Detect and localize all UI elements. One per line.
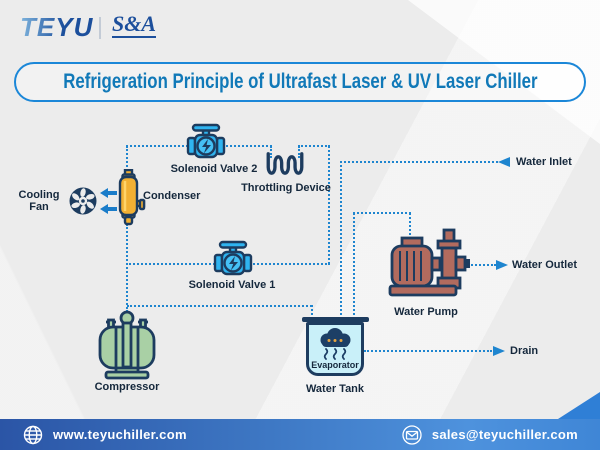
throttling-device-label: Throttling Device: [241, 182, 331, 194]
pipe-tank-to-pump-riser: [353, 213, 355, 319]
pipe-right-drop: [328, 146, 330, 264]
condenser-icon: [118, 169, 146, 226]
pipe-water-outlet: [468, 264, 496, 266]
website-text[interactable]: www.teyuchiller.com: [53, 427, 187, 442]
solenoid-valve-2-label: Solenoid Valve 2: [170, 163, 258, 175]
solenoid-valve-1-label: Solenoid Valve 1: [188, 279, 276, 291]
website-link[interactable]: www.teyuchiller.com: [22, 424, 187, 446]
footer-bar: www.teyuchiller.com sales@teyuchiller.co…: [0, 419, 600, 450]
evaporation-waves-icon: [323, 348, 347, 360]
pipe-water-inlet: [340, 161, 498, 163]
logo-divider: [99, 17, 101, 39]
pipe-tank-to-pump-top: [353, 212, 411, 214]
pipe-drain: [364, 350, 492, 352]
cooling-fan-label: Cooling Fan: [18, 189, 60, 213]
pipe-suction-drop-to-tank: [311, 305, 313, 319]
corner-triangle-decoration: [558, 392, 600, 419]
condenser-label: Condenser: [143, 190, 201, 202]
water-pump-icon: [388, 228, 470, 297]
teyu-logo: TEYU: [20, 12, 94, 42]
pipe-condenser-top-riser: [126, 146, 128, 178]
envelope-icon: [402, 424, 422, 445]
pipe-pump-drop: [409, 213, 411, 239]
pipe-inlet-to-tank: [340, 161, 342, 319]
condenser-airflow-arrow-icon: [100, 204, 117, 214]
water-pump-label: Water Pump: [394, 306, 458, 318]
evaporator-label: Evaporator: [311, 360, 359, 370]
page-title: Refrigeration Principle of Ultrafast Las…: [62, 70, 538, 93]
throttling-coil-icon: [266, 152, 304, 175]
email-link[interactable]: sales@teyuchiller.com: [401, 424, 578, 446]
drain-label: Drain: [510, 345, 539, 357]
evaporator-cloud-icon: [320, 328, 351, 347]
drain-arrow-icon: [493, 346, 505, 356]
solenoid-valve-1-icon: [213, 240, 253, 276]
pipe-coil-left-drop: [270, 146, 272, 158]
water-outlet-label: Water Outlet: [512, 259, 577, 271]
pipe-suction-line: [127, 305, 312, 307]
solenoid-valve-2-icon: [186, 123, 226, 159]
compressor-icon: [98, 310, 156, 380]
email-text[interactable]: sales@teyuchiller.com: [431, 427, 578, 442]
pipe-coil-right-riser: [298, 146, 300, 158]
pipe-condenser-to-compressor: [126, 224, 128, 312]
water-tank-lid: [302, 317, 369, 322]
water-outlet-arrow-icon: [496, 260, 508, 270]
water-tank-label: Water Tank: [305, 383, 365, 395]
condenser-airflow-arrow-icon: [100, 188, 117, 198]
compressor-label: Compressor: [94, 381, 160, 393]
globe-icon: [23, 425, 43, 444]
title-banner: Refrigeration Principle of Ultrafast Las…: [14, 62, 586, 102]
sa-logo: S&A: [112, 11, 157, 38]
pipe-coil-to-right-drop: [298, 145, 330, 147]
fan-icon: [69, 187, 97, 215]
water-inlet-arrow-icon: [498, 157, 510, 167]
water-inlet-label: Water Inlet: [516, 156, 572, 168]
